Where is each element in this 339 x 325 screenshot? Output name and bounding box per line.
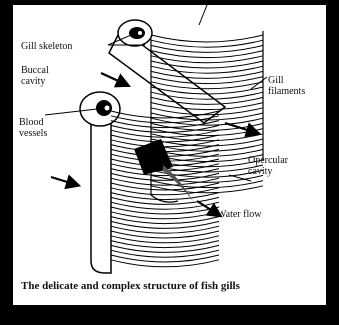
figure-caption: The delicate and complex structure of fi… <box>21 280 240 292</box>
figure-panel: Gill skeleton Buccal cavity Gill filamen… <box>13 5 326 305</box>
gill-filament <box>151 35 263 42</box>
gill-filament <box>111 193 219 200</box>
gill-filament <box>111 231 219 238</box>
gill-filament <box>151 186 263 193</box>
gill-filament <box>111 250 219 257</box>
gill-filament <box>111 226 219 233</box>
gill-filament <box>111 217 219 224</box>
flow-arrow-opercular-upper <box>225 123 257 133</box>
gill-filament <box>151 45 263 52</box>
gill-filament <box>151 40 263 47</box>
gill-filament <box>111 255 219 262</box>
gill-filament <box>111 245 219 252</box>
gill-filament <box>111 212 219 219</box>
gill-filament <box>111 236 219 243</box>
label-buccal-cavity: Buccal cavity <box>21 65 49 87</box>
flow-arrow-buccal-lower <box>51 177 77 185</box>
label-blood-vessels: Blood vessels <box>19 117 47 139</box>
gill-filament <box>151 181 263 188</box>
label-gill-skeleton: Gill skeleton <box>21 41 72 52</box>
gill-filament <box>111 241 219 248</box>
label-opercular-cavity: Opercular cavity <box>248 155 288 177</box>
gill-filament <box>111 173 219 180</box>
label-water-flow: Water flow <box>217 209 261 220</box>
label-gill-filaments: Gill filaments <box>268 75 305 97</box>
gill-filament <box>111 260 219 267</box>
gill-filament <box>111 221 219 228</box>
gill-filament <box>111 207 219 214</box>
gill-filament <box>111 197 219 204</box>
flow-arrow-buccal-upper <box>101 73 127 85</box>
gill-filament <box>151 56 263 63</box>
gill-filament <box>151 51 263 58</box>
